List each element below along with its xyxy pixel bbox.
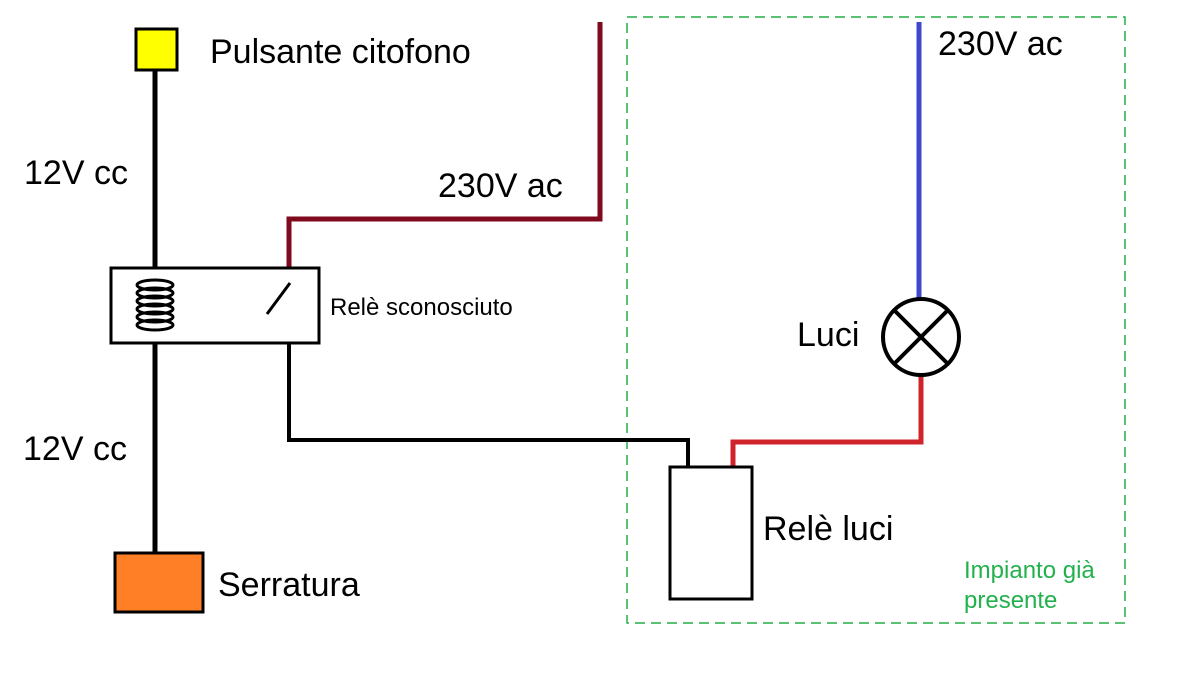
lamp-icon [881, 297, 961, 377]
label-luci: Luci [797, 316, 860, 354]
label-serratura: Serratura [218, 566, 360, 604]
label-rele-sconosciuto: Relè sconosciuto [330, 294, 513, 321]
label-rele-luci: Relè luci [763, 510, 894, 548]
label-12v-top: 12V cc [24, 154, 128, 192]
label-impianto-line2: presente [964, 587, 1058, 614]
relay-coil-icon [135, 278, 175, 332]
label-pulsante-citofono: Pulsante citofono [210, 33, 471, 71]
rele-luci-box [668, 465, 754, 601]
existing-system-boundary [626, 16, 1126, 624]
pulsante-citofono-box [134, 27, 179, 72]
label-impianto-line1: Impianto già [964, 557, 1095, 584]
wire-relay-to-rele-luci [287, 316, 690, 467]
label-12v-bottom: 12V cc [23, 430, 127, 468]
relay-switch-contact [265, 282, 292, 315]
label-230v-right: 230V ac [938, 25, 1063, 63]
serratura-box [113, 551, 205, 614]
wire-230v-left [286, 22, 603, 283]
label-230v-left: 230V ac [438, 167, 563, 205]
wire-rele-luci-to-lamp [730, 376, 924, 467]
